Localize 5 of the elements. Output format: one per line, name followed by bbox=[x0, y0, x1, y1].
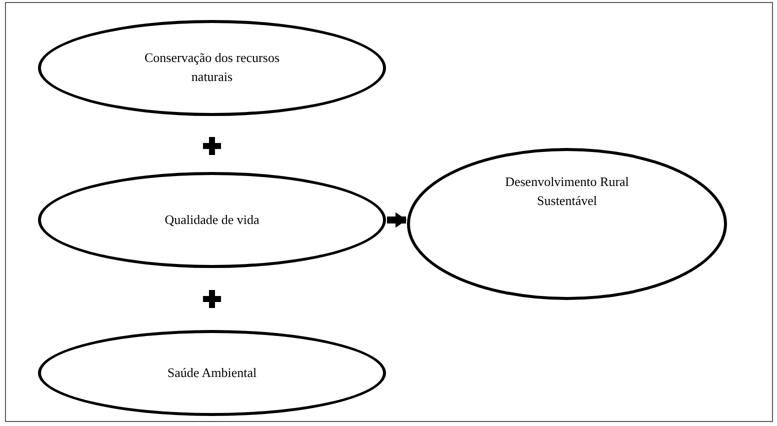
node-label: Conservação dos recursos naturais bbox=[143, 49, 280, 86]
node-label: Desenvolvimento Rural Sustentável bbox=[504, 173, 630, 210]
node-label: Saúde Ambiental bbox=[167, 364, 257, 382]
node-label: Qualidade de vida bbox=[164, 210, 260, 229]
arrow bbox=[387, 212, 407, 228]
